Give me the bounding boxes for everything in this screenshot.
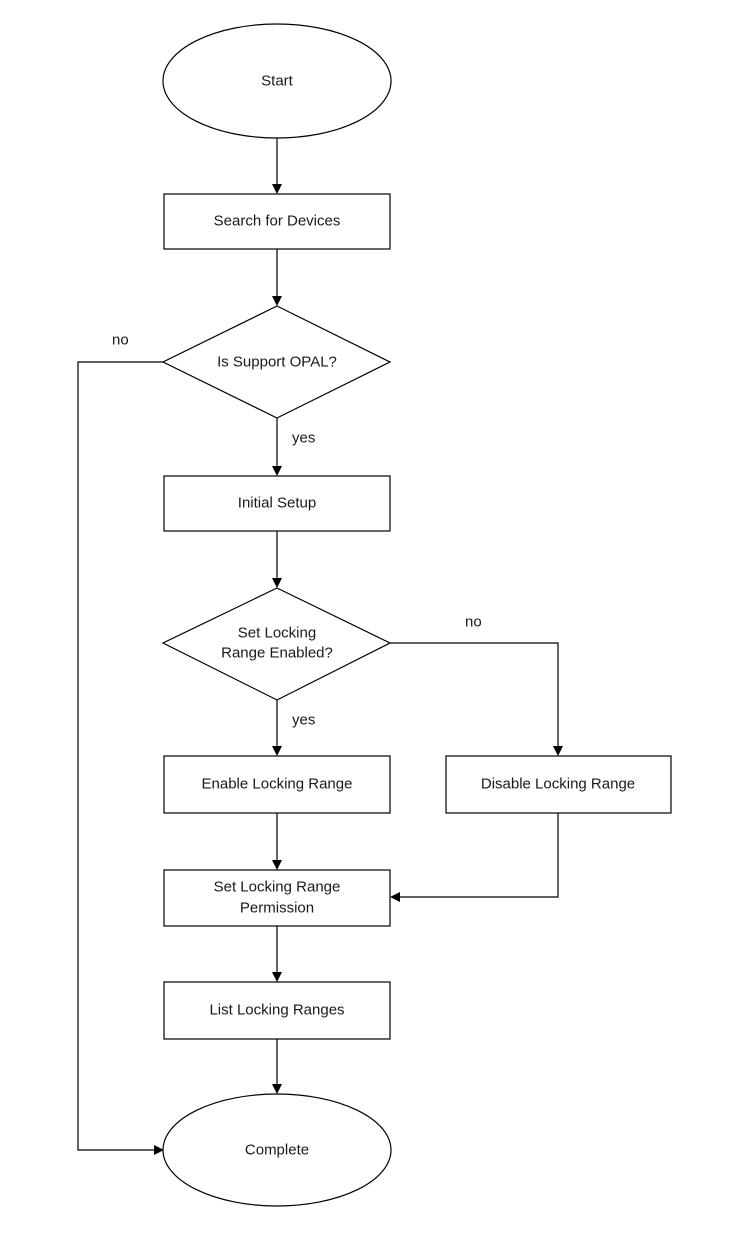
node-opal-decision: Is Support OPAL?: [161, 305, 392, 419]
node-complete: Complete: [162, 1093, 392, 1207]
list-locking-ranges-label: List Locking Ranges: [209, 1002, 344, 1019]
node-start: Start: [162, 23, 392, 139]
nodes: Start Search for Devices Is Support OPAL…: [161, 23, 672, 1207]
node-search-devices: Search for Devices: [163, 193, 391, 250]
lr-enabled-label-line2: Range Enabled?: [221, 645, 333, 662]
node-disable-locking-range: Disable Locking Range: [445, 755, 672, 814]
opal-decision-label: Is Support OPAL?: [217, 354, 337, 371]
arrowhead-opal-yes-to-setup: [272, 466, 282, 476]
arrowhead-enable-to-permission: [272, 860, 282, 870]
lr-enabled-label-line1: Set Locking: [238, 625, 316, 642]
node-enable-locking-range: Enable Locking Range: [163, 755, 391, 814]
initial-setup-label: Initial Setup: [238, 495, 316, 512]
initial-setup-box: [163, 475, 391, 532]
search-devices-label: Search for Devices: [214, 213, 341, 230]
start-ellipse: [162, 23, 392, 139]
edge-lr-no-to-disable: [390, 642, 559, 748]
arrowhead-disable-to-permission: [390, 892, 400, 902]
arrowhead-list-to-complete: [272, 1084, 282, 1094]
start-label: Start: [261, 73, 294, 90]
opal-decision-diamond: [161, 305, 392, 419]
node-list-locking-ranges: List Locking Ranges: [163, 981, 391, 1040]
arrowhead-lr-yes-to-enable: [272, 746, 282, 756]
node-set-permission: Set Locking Range Permission: [163, 869, 391, 927]
disable-locking-range-label: Disable Locking Range: [481, 776, 635, 793]
label-lr-no: no: [465, 614, 482, 631]
edge-opal-no-to-complete: [77, 361, 163, 1151]
arrowhead-setup-to-lr-decision: [272, 578, 282, 588]
lr-enabled-diamond: [161, 587, 392, 701]
disable-locking-range-box: [445, 755, 672, 814]
set-permission-box: [163, 869, 391, 927]
edge-disable-to-permission: [398, 813, 559, 898]
set-permission-label-line2: Permission: [240, 900, 314, 917]
enable-locking-range-box: [163, 755, 391, 814]
complete-label: Complete: [245, 1142, 309, 1159]
set-permission-label-line1: Set Locking Range: [214, 879, 341, 896]
node-initial-setup: Initial Setup: [163, 475, 391, 532]
arrowhead-search-to-opal: [272, 296, 282, 306]
node-lr-enabled-decision: Set Locking Range Enabled?: [161, 587, 392, 701]
list-locking-ranges-box: [163, 981, 391, 1040]
complete-ellipse: [162, 1093, 392, 1207]
search-devices-box: [163, 193, 391, 250]
arrowhead-start-to-search: [272, 184, 282, 194]
label-opal-no: no: [112, 332, 129, 349]
enable-locking-range-label: Enable Locking Range: [202, 776, 353, 793]
label-lr-yes: yes: [292, 712, 315, 729]
edge-labels: no yes no yes: [112, 332, 482, 729]
arrowhead-permission-to-list: [272, 972, 282, 982]
arrowhead-lr-no-to-disable: [553, 746, 563, 756]
label-opal-yes: yes: [292, 430, 315, 447]
arrowhead-opal-no-to-complete: [154, 1145, 164, 1155]
connectors: [77, 138, 563, 1155]
